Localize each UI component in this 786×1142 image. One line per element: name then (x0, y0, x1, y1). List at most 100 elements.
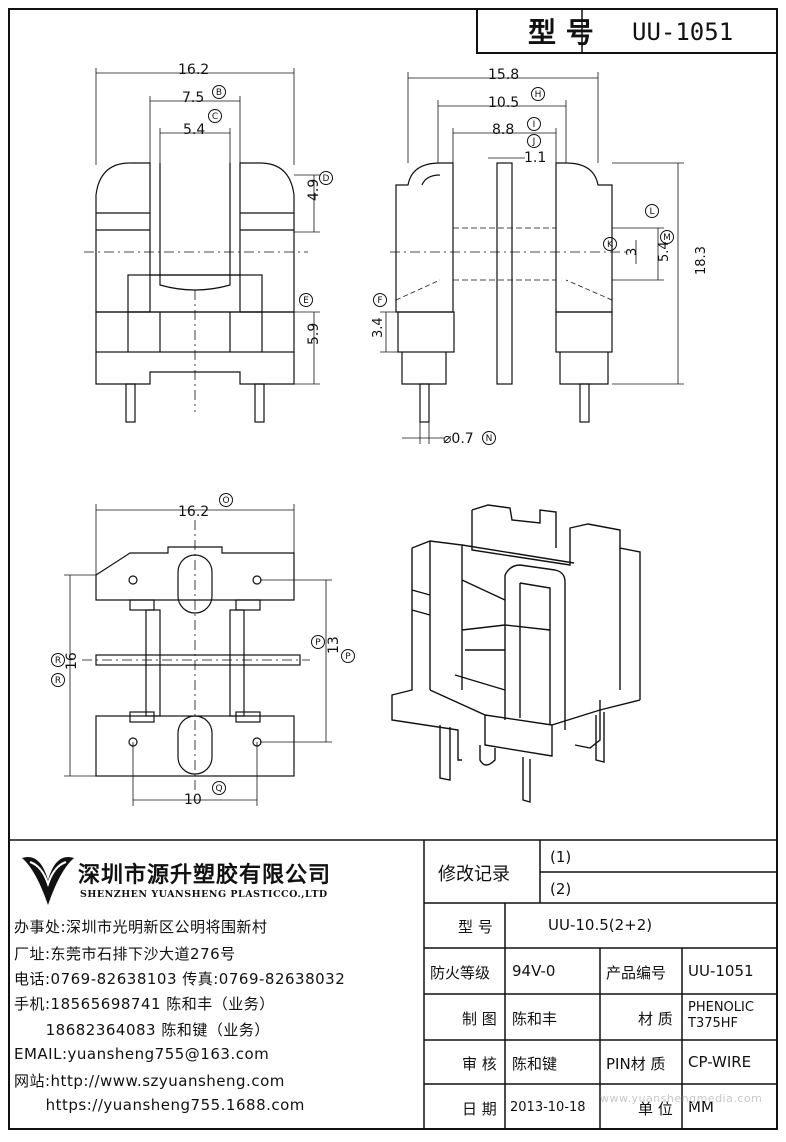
check-value: 陈和键 (512, 1055, 558, 1073)
markers: B C D E H I J L K M F N O P P R R Q (51, 85, 674, 795)
dim-front-b: 7.5 (182, 90, 204, 106)
dim-side-h: 10.5 (488, 95, 519, 111)
svg-text:L: L (649, 207, 654, 217)
title-model-value: UU-1051 (632, 18, 733, 46)
dim-bottom-p: 13 (326, 636, 342, 654)
model-value: UU-10.5(2+2) (548, 916, 653, 934)
sheet-frame (8, 8, 778, 1130)
contact-line: EMAIL:yuansheng755@163.com (14, 1045, 270, 1063)
marker-h: H (531, 87, 545, 101)
drawn-value: 陈和丰 (512, 1010, 558, 1028)
svg-text:R: R (55, 676, 61, 686)
material-label: 材 质 (638, 1010, 673, 1028)
bottom-view (64, 504, 332, 806)
isometric-view (391, 504, 641, 803)
dim-side-overall: 15.8 (488, 67, 519, 83)
marker-l: L (645, 204, 659, 218)
contact-line: 网站:http://www.szyuansheng.com (14, 1072, 285, 1090)
dim-front-c: 5.4 (183, 122, 205, 138)
marker-c: C (208, 109, 222, 123)
pin-material-value: CP-WIRE (688, 1053, 752, 1071)
dim-front-e: 5.9 (306, 323, 322, 345)
dim-front-d: 4.9 (306, 179, 322, 201)
revision-label: 修改记录 (438, 864, 510, 885)
marker-m: M (660, 230, 674, 244)
dim-side-j: 1.1 (524, 150, 546, 166)
dim-side-f: 3.4 (371, 317, 386, 338)
contact-line: 18682364083 陈和键（业务） (14, 1021, 270, 1039)
marker-n: N (482, 431, 496, 445)
contact-line: 电话:0769-82638103 传真:0769-82638032 (14, 970, 346, 988)
marker-f: F (373, 293, 387, 307)
part-number-label: 产品编号 (606, 964, 667, 982)
svg-text:N: N (486, 434, 493, 444)
date-label: 日 期 (462, 1100, 497, 1118)
marker-q: Q (212, 781, 226, 795)
svg-text:M: M (663, 233, 671, 243)
marker-d: D (319, 171, 333, 185)
title-model-label: 型 号 (528, 16, 594, 49)
svg-text:F: F (377, 296, 382, 306)
revision-1: (1) (550, 848, 572, 866)
part-number-value: UU-1051 (688, 962, 754, 980)
marker-r2: R (51, 673, 65, 687)
marker-p2: P (341, 649, 355, 663)
dim-front-overall: 16.2 (178, 62, 209, 78)
fire-value: 94V-0 (512, 962, 556, 980)
revision-2: (2) (550, 880, 572, 898)
unit-label: 单 位 (638, 1100, 673, 1118)
marker-r1: R (51, 653, 65, 667)
model-label: 型 号 (458, 918, 493, 936)
material-value-1: PHENOLIC (688, 1000, 754, 1015)
contact-line: 手机:18565698741 陈和丰（业务） (14, 995, 275, 1013)
dim-side-m1: 5.4 (657, 241, 672, 262)
dim-side-m2: 18.3 (694, 246, 709, 275)
title-block (476, 8, 778, 54)
date-value: 2013-10-18 (510, 1100, 586, 1115)
front-view (84, 68, 320, 423)
marker-b: B (212, 85, 226, 99)
svg-text:B: B (216, 88, 222, 98)
svg-text:H: H (535, 90, 542, 100)
svg-text:C: C (212, 112, 218, 122)
svg-text:O: O (222, 496, 229, 506)
drawn-label: 制 图 (462, 1010, 497, 1028)
unit-value: MM (688, 1098, 714, 1116)
material-value-2: T375HF (688, 1016, 739, 1031)
dim-side-k: 3 (625, 248, 640, 256)
svg-text:K: K (607, 240, 614, 250)
dim-bottom-r: 16 (64, 652, 80, 670)
marker-k: K (603, 237, 617, 251)
pin-material-label: PIN材 质 (606, 1055, 666, 1073)
svg-text:P: P (315, 638, 321, 648)
watermark: www.yuanshengmedia.com (600, 1092, 763, 1105)
svg-text:Q: Q (215, 784, 222, 794)
contact-line: 厂址:东莞市石排下沙大道276号 (14, 945, 236, 963)
contact-line: 办事处:深圳市光明新区公明将围新村 (14, 918, 268, 936)
svg-text:E: E (303, 296, 309, 306)
side-view (380, 72, 684, 444)
dim-side-n: ⌀0.7 (443, 431, 474, 447)
marker-p1: P (311, 635, 325, 649)
company-name-en: SHENZHEN YUANSHENG PLASTICCO.,LTD (80, 889, 328, 900)
svg-text:R: R (55, 656, 61, 666)
company-name: 深圳市源升塑胶有限公司 (78, 863, 332, 888)
svg-text:J: J (532, 137, 536, 147)
dim-bottom-o: 16.2 (178, 504, 209, 520)
company-logo (22, 856, 74, 905)
info-grid (9, 839, 777, 1129)
svg-text:P: P (345, 652, 351, 662)
svg-text:I: I (533, 120, 536, 130)
marker-j: J (527, 134, 541, 148)
dim-bottom-q: 10 (184, 792, 202, 808)
fire-label: 防火等级 (430, 964, 491, 982)
marker-o: O (219, 493, 233, 507)
contact-line: https://yuansheng755.1688.com (14, 1096, 305, 1114)
check-label: 审 核 (462, 1055, 497, 1073)
dim-side-i: 8.8 (492, 122, 514, 138)
marker-i: I (527, 117, 541, 131)
marker-e: E (299, 293, 313, 307)
svg-text:D: D (323, 174, 330, 184)
